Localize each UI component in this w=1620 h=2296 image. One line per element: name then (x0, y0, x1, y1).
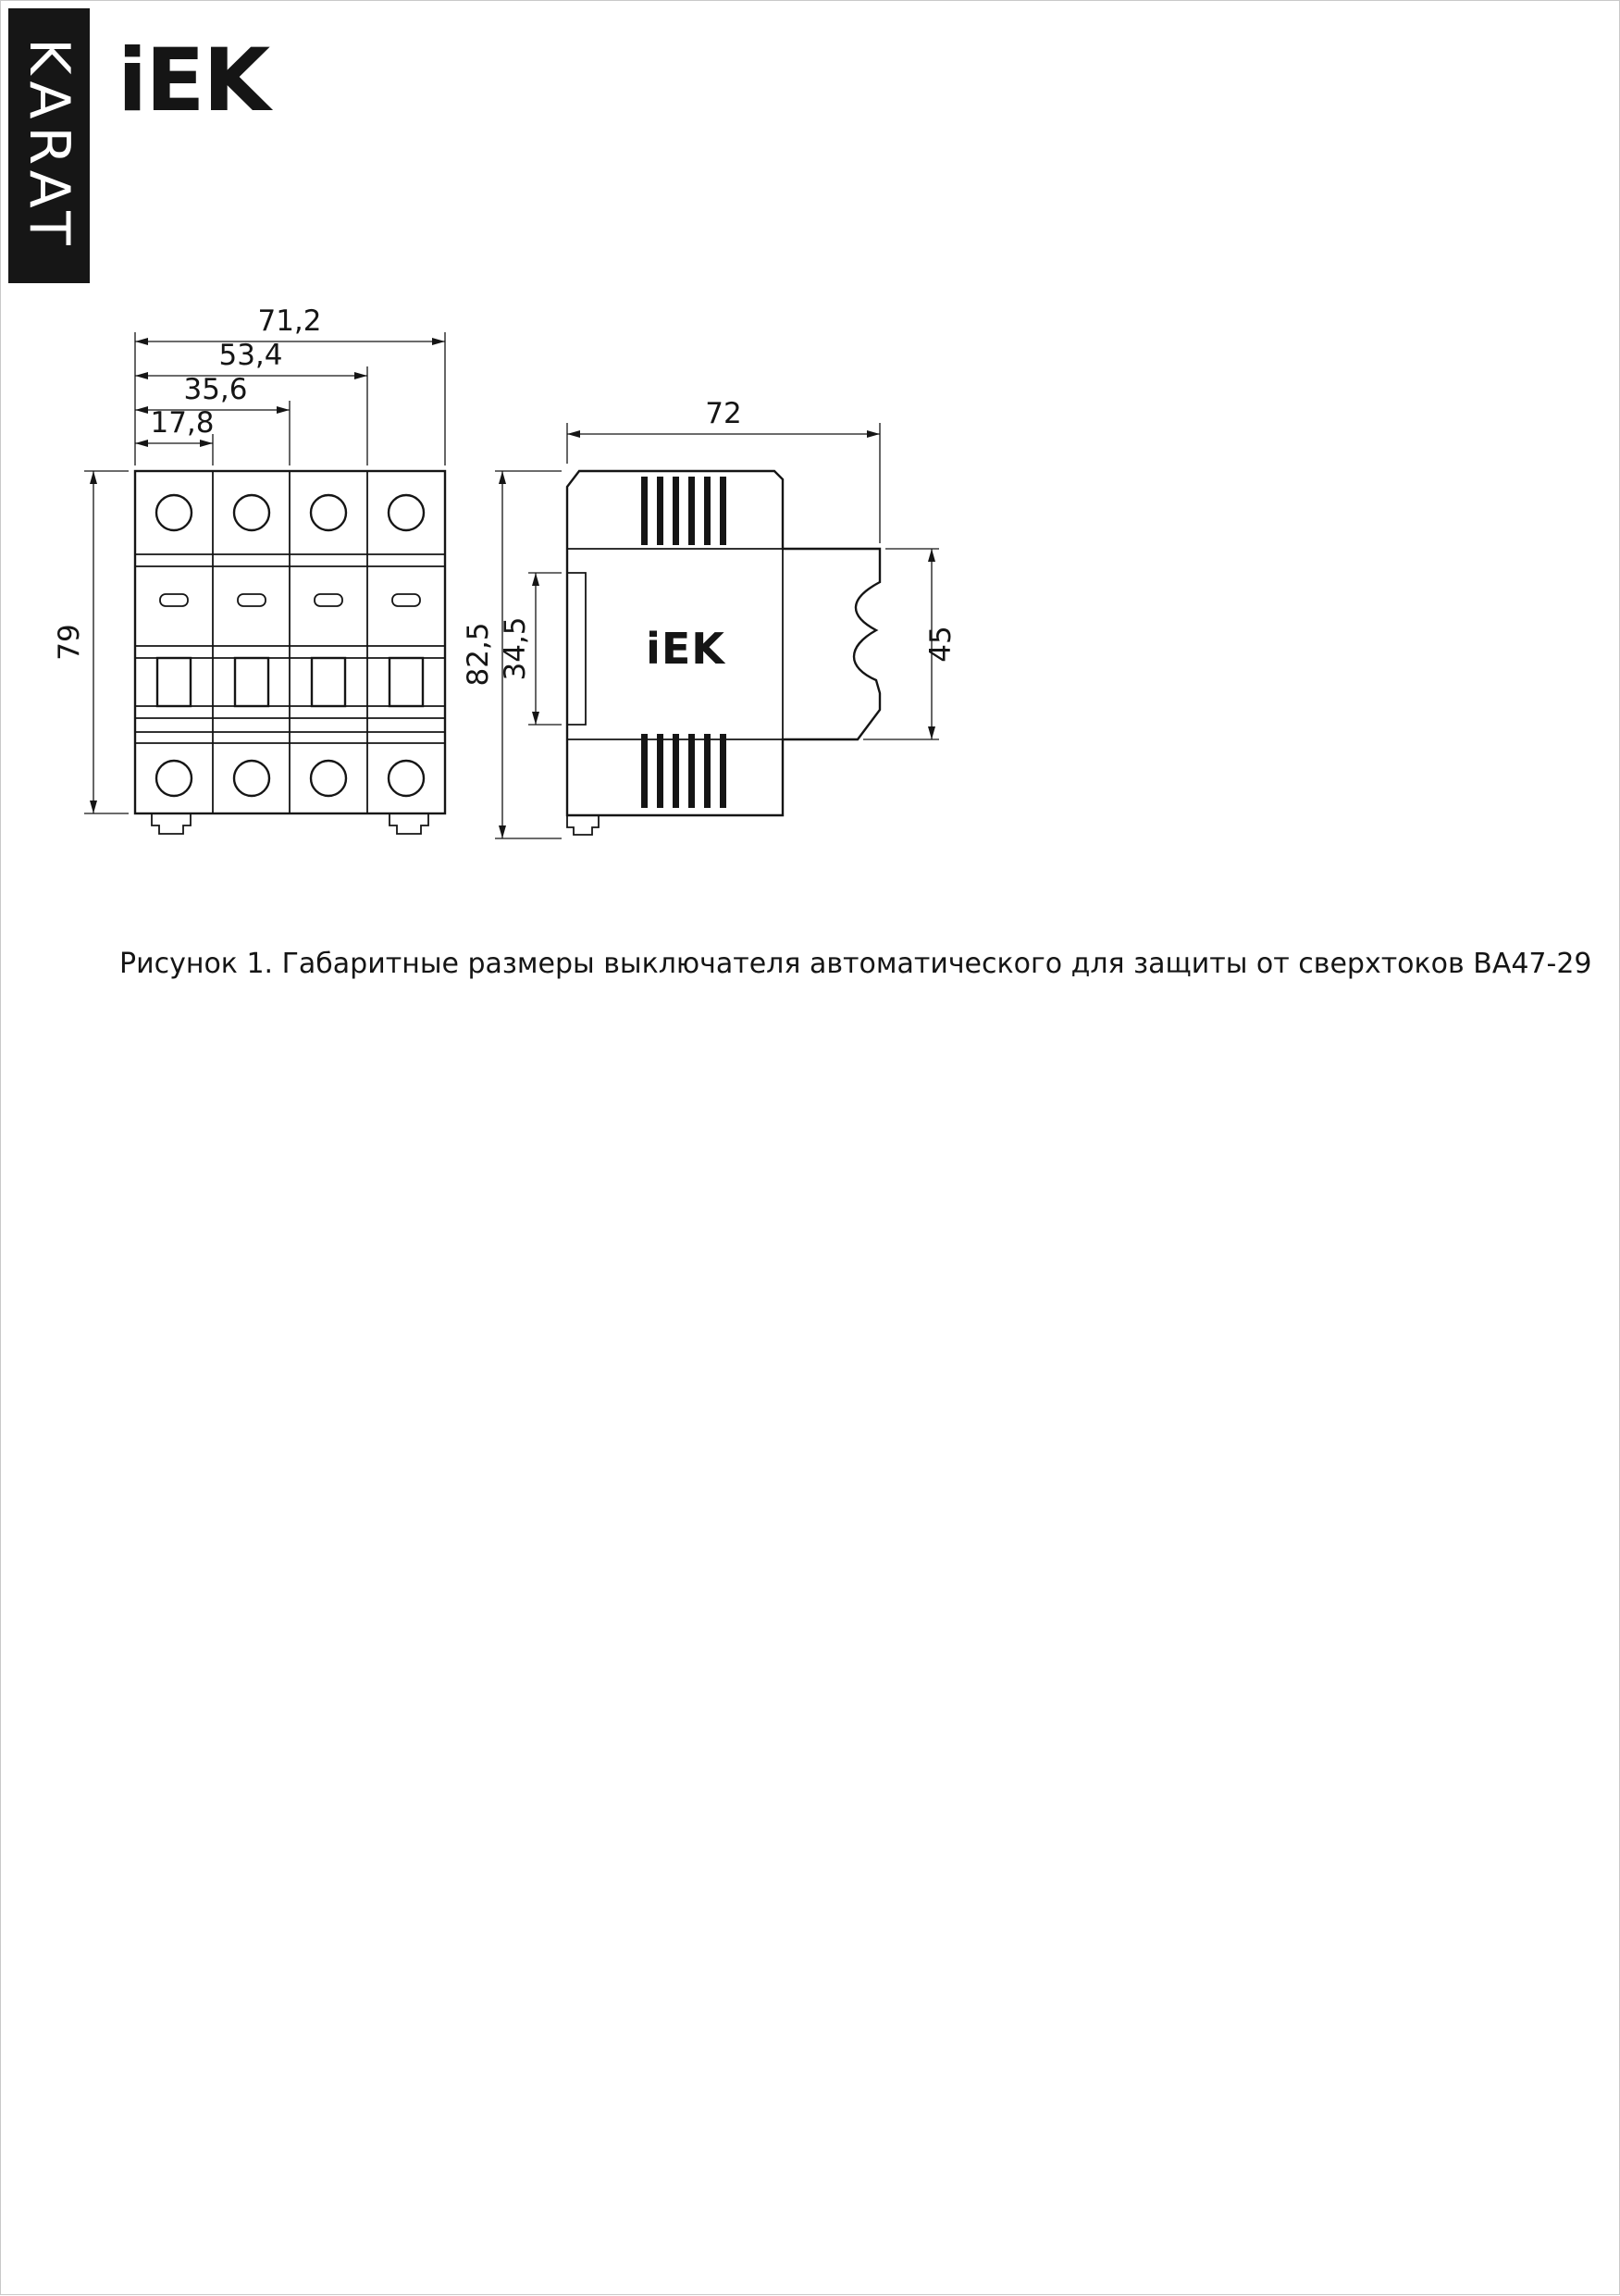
rib (720, 477, 726, 545)
rib (673, 477, 679, 545)
karat-sidebar-background (8, 8, 90, 283)
dim-label-front-height: 79 (53, 624, 86, 660)
side-ribs-top (641, 477, 726, 545)
front-din-clip-left (151, 813, 192, 835)
side-din-clip (566, 815, 600, 836)
side-extension-lines (495, 423, 939, 839)
rib (657, 477, 663, 545)
terminal-screw (155, 493, 193, 532)
iek-logo: iEK (117, 31, 275, 131)
dim-label-width-3p: 53,4 (218, 339, 282, 372)
front-marking-windows (159, 593, 421, 607)
toggle-handle (233, 656, 270, 708)
side-ribs-bottom (641, 734, 726, 808)
rib (673, 734, 679, 808)
side-iek-logo-text: iEK (646, 624, 726, 674)
rib (704, 477, 711, 545)
marking-window (391, 593, 421, 607)
front-din-clip-right (389, 813, 429, 835)
dim-label-side-height: 82,5 (462, 622, 495, 686)
dim-label-terminal-zone: 45 (924, 626, 958, 662)
iek-logo-text: iEK (117, 31, 273, 131)
terminal-screw (232, 759, 271, 798)
front-toggle-handles (155, 656, 425, 708)
side-din-channel (567, 572, 587, 726)
karat-sidebar: KARAT (8, 8, 90, 283)
terminal-screw (155, 759, 193, 798)
front-horizontal-seams (135, 553, 445, 744)
dim-label-width-1p: 17,8 (150, 406, 214, 440)
terminal-screw (387, 493, 426, 532)
toggle-handle (155, 656, 192, 708)
marking-window (159, 593, 189, 607)
terminal-screw (387, 759, 426, 798)
front-view-dimensions: 71,2 53,4 35,6 17,8 79 (53, 304, 446, 814)
marking-window (237, 593, 266, 607)
side-view-drawing: iEK (565, 469, 882, 836)
dim-label-width-total: 71,2 (257, 304, 321, 338)
rib (641, 477, 648, 545)
dim-label-din-channel: 34,5 (499, 616, 532, 680)
front-bottom-terminal-screws (155, 759, 426, 798)
terminal-screw (232, 493, 271, 532)
rib (720, 734, 726, 808)
rib (704, 734, 711, 808)
dim-label-width-2p: 35,6 (183, 373, 247, 406)
rib (641, 734, 648, 808)
front-pole-dividers (212, 471, 368, 813)
rib (657, 734, 663, 808)
rib (688, 734, 695, 808)
front-extension-lines (84, 332, 446, 814)
rib (688, 477, 695, 545)
karat-sidebar-label: KARAT (17, 38, 81, 253)
figure-caption: Рисунок 1. Габаритные размеры выключател… (119, 948, 1592, 980)
toggle-handle (388, 656, 425, 708)
toggle-handle (310, 656, 347, 708)
marking-window (314, 593, 343, 607)
side-body-outline (565, 469, 882, 817)
dim-label-depth: 72 (705, 397, 741, 430)
terminal-screw (309, 493, 348, 532)
terminal-screw (309, 759, 348, 798)
front-view-drawing (133, 469, 447, 835)
side-view-dimensions: 72 82,5 34,5 45 (462, 397, 958, 839)
front-top-terminal-screws (155, 493, 426, 532)
